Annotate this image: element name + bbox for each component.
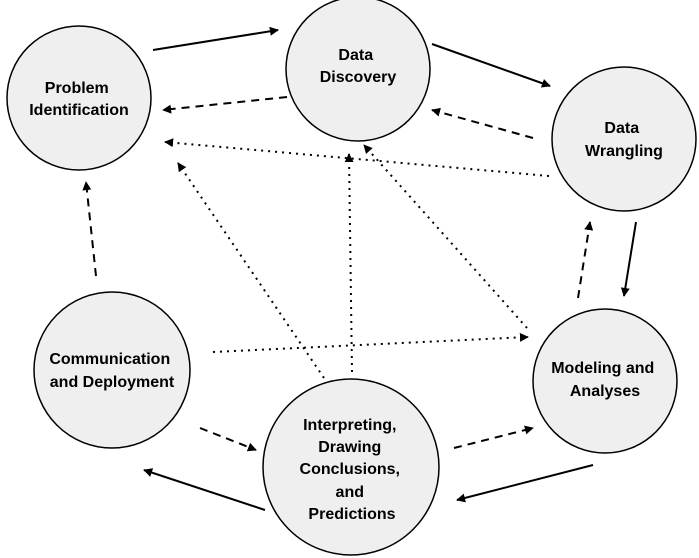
process-nodes: Problem Identification Data Discovery Da… xyxy=(6,0,697,556)
node-label-line: Analyses xyxy=(570,383,640,400)
arrow-wrangling-to-discovery xyxy=(431,107,534,139)
node-label-line: Discovery xyxy=(320,69,397,86)
node-circle xyxy=(33,291,191,449)
node-circle xyxy=(532,308,678,454)
arrow-communication-to-modeling xyxy=(212,332,529,353)
node-label: Interpreting, Drawing Conclusions, and P… xyxy=(300,417,405,523)
node-label-line: Drawing xyxy=(318,439,381,456)
node-label: Data Discovery xyxy=(320,47,397,86)
node-circle xyxy=(285,0,431,142)
node-data-discovery: Data Discovery xyxy=(285,0,431,142)
node-communication-and-deployment: Communication and Deployment xyxy=(33,291,191,449)
arrow-communication-to-interpreting xyxy=(199,427,257,452)
node-label-line: Communication xyxy=(49,351,170,368)
node-data-wrangling: Data Wrangling xyxy=(551,66,697,212)
node-modeling-and-analyses: Modeling and Analyses xyxy=(532,308,678,454)
node-circle xyxy=(262,378,440,556)
node-interpreting-drawing-conclusions: Interpreting, Drawing Conclusions, and P… xyxy=(262,378,440,556)
node-label: Data Wrangling xyxy=(585,120,663,160)
node-label-line: Wrangling xyxy=(585,143,663,160)
node-label-line: Conclusions, xyxy=(300,461,400,478)
arrow-discovery-to-wrangling xyxy=(431,43,551,88)
node-circle xyxy=(6,25,152,171)
node-label-line: Identification xyxy=(29,102,129,119)
node-label-line: Interpreting, xyxy=(303,417,396,434)
node-label-line: Problem xyxy=(45,80,109,97)
arrow-interpreting-to-problem xyxy=(177,162,325,379)
arrows xyxy=(82,26,637,511)
node-label: Problem Identification xyxy=(29,80,129,119)
arrow-modeling-to-interpreting xyxy=(456,464,594,503)
node-label: Communication and Deployment xyxy=(49,351,175,391)
node-label-line: and Deployment xyxy=(50,374,175,391)
node-problem-identification: Problem Identification xyxy=(6,25,152,171)
node-label-line: Data xyxy=(604,120,639,137)
node-label-line: Predictions xyxy=(308,506,395,523)
arrow-interpreting-to-discovery xyxy=(344,153,354,373)
arrow-interpreting-to-modeling xyxy=(453,425,534,449)
arrow-interpreting-to-communication xyxy=(143,468,266,511)
node-label-line: Data xyxy=(338,47,373,64)
node-label-line: Modeling and xyxy=(551,360,654,377)
arrow-discovery-to-problem xyxy=(162,96,288,114)
arrow-wrangling-to-problem xyxy=(164,138,550,177)
node-circle xyxy=(551,66,697,212)
node-label-line: and xyxy=(336,484,364,501)
arrow-problem-to-discovery xyxy=(152,26,279,51)
node-label: Modeling and Analyses xyxy=(551,360,659,400)
arrow-wrangling-to-modeling xyxy=(620,221,637,297)
arrow-communication-to-problem xyxy=(82,181,97,277)
arrow-modeling-to-wrangling xyxy=(577,221,594,299)
arrow-modeling-to-discovery xyxy=(363,144,528,329)
